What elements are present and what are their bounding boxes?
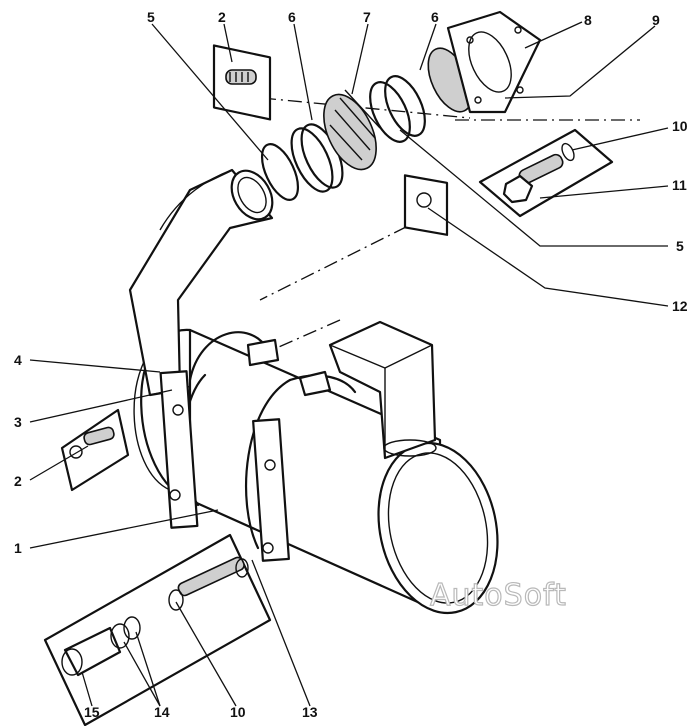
upper-exploded-parts (212, 10, 614, 236)
leader-lines (29, 21, 669, 707)
callout-2-left: 2 (14, 473, 22, 489)
callout-13: 13 (302, 704, 318, 720)
callout-4: 4 (14, 352, 22, 368)
inlet-pipe (128, 168, 274, 397)
callout-14: 14 (154, 704, 170, 720)
callout-6-right: 6 (431, 9, 439, 25)
watermark: AutoSoft (430, 578, 567, 613)
callout-8: 8 (584, 12, 592, 28)
callout-labels: 5 2 6 7 6 8 9 10 11 5 12 4 3 2 1 15 14 1… (14, 9, 688, 720)
callout-7: 7 (363, 9, 371, 25)
callout-5-top: 5 (147, 9, 155, 25)
callout-6-left: 6 (288, 9, 296, 25)
callout-3: 3 (14, 414, 22, 430)
callout-10-bottom: 10 (230, 704, 246, 720)
callout-11: 11 (672, 177, 687, 193)
callout-2-top: 2 (218, 9, 226, 25)
callout-9: 9 (652, 12, 660, 28)
clamp-bands (159, 331, 357, 562)
assembly-axes (169, 97, 640, 396)
callout-15: 15 (84, 704, 100, 720)
outlet-elbow (328, 320, 437, 460)
callout-10-right: 10 (672, 118, 688, 134)
lower-exploded-parts (43, 408, 272, 726)
callout-5-right: 5 (676, 238, 684, 254)
callout-1: 1 (14, 540, 22, 556)
callout-12: 12 (672, 298, 688, 314)
